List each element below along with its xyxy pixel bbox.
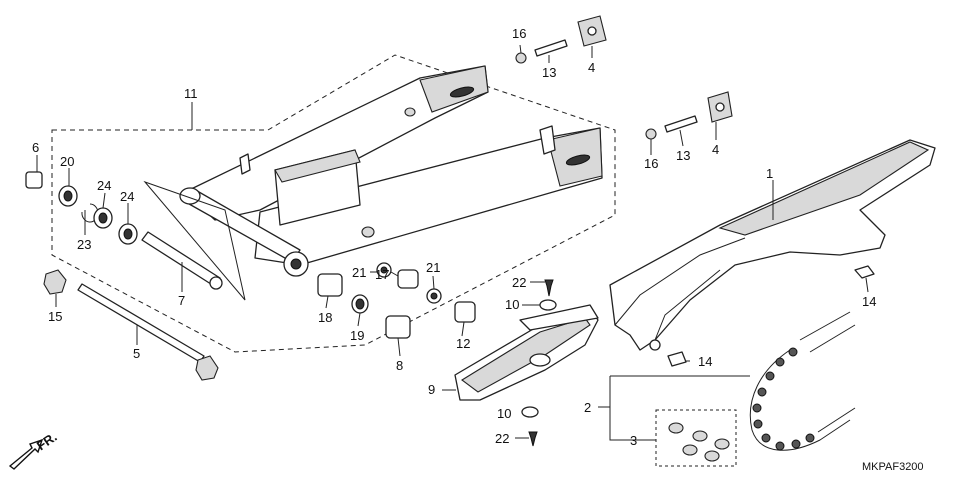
chain-slider-part-9 (454, 304, 599, 401)
callout-9: 9 (428, 382, 435, 397)
callout-19: 19 (350, 328, 364, 343)
leader-lines (36, 44, 869, 441)
callout-13a: 13 (542, 65, 556, 80)
callout-12: 12 (456, 336, 470, 351)
swingarm-part-11 (179, 65, 603, 277)
dust-seal-6 (25, 171, 43, 189)
callout-14a: 14 (862, 294, 876, 309)
bolt-14b (667, 351, 687, 367)
chain-joint-part-3 (655, 409, 737, 467)
callout-13b: 13 (676, 148, 690, 163)
callout-5: 5 (133, 346, 140, 361)
callout-24b: 24 (120, 189, 134, 204)
callout-18: 18 (318, 310, 332, 325)
callout-22a: 22 (512, 275, 526, 290)
washer-10b (521, 406, 539, 418)
callout-21b: 21 (426, 260, 440, 275)
callout-17: 17 (375, 267, 389, 282)
callout-21a: 21 (352, 265, 366, 280)
callout-3: 3 (630, 433, 637, 448)
pivot-nut-15 (43, 269, 67, 295)
swingarm-assembly-boundary (51, 54, 616, 353)
callout-7: 7 (178, 293, 185, 308)
callout-labels: 1 2 3 4 4 5 6 7 8 9 10 10 11 12 13 13 14… (32, 26, 876, 448)
needle-bearing-18 (317, 273, 343, 297)
callout-4b: 4 (712, 142, 719, 157)
callout-14b: 14 (698, 354, 712, 369)
drive-chain-part-2 (749, 311, 856, 451)
bolt-14a (854, 265, 875, 279)
callout-10b: 10 (497, 406, 511, 421)
callout-6: 6 (32, 140, 39, 155)
front-arrow-icon (8, 438, 44, 470)
callout-1: 1 (766, 166, 773, 181)
collar-8 (385, 315, 411, 339)
callout-8: 8 (396, 358, 403, 373)
callout-2: 2 (584, 400, 591, 415)
pivot-bolt-5 (77, 283, 205, 363)
chain-case-part-1 (609, 139, 936, 351)
pivot-collar-7 (141, 231, 221, 287)
callout-16b: 16 (644, 156, 658, 171)
lock-nut-16b (645, 128, 657, 140)
bushing-17 (397, 269, 419, 289)
front-direction-indicator: FR. (8, 429, 60, 470)
callout-23: 23 (77, 237, 91, 252)
diagram-code: MKPAF3200 (862, 461, 924, 473)
lock-nut-16a (515, 52, 527, 64)
callout-22b: 22 (495, 431, 509, 446)
screw-22b (528, 431, 538, 447)
callout-4a: 4 (588, 60, 595, 75)
callout-24a: 24 (97, 178, 111, 193)
screw-22a (544, 279, 554, 297)
collar-12 (454, 301, 476, 323)
adjusting-bolt-13b (664, 115, 698, 133)
callout-16a: 16 (512, 26, 526, 41)
callout-11: 11 (184, 86, 198, 101)
washer-10a (539, 299, 557, 311)
adjusting-bolt-13a (534, 39, 568, 57)
callout-20: 20 (60, 154, 74, 169)
callout-10a: 10 (505, 297, 519, 312)
callout-15: 15 (48, 309, 62, 324)
